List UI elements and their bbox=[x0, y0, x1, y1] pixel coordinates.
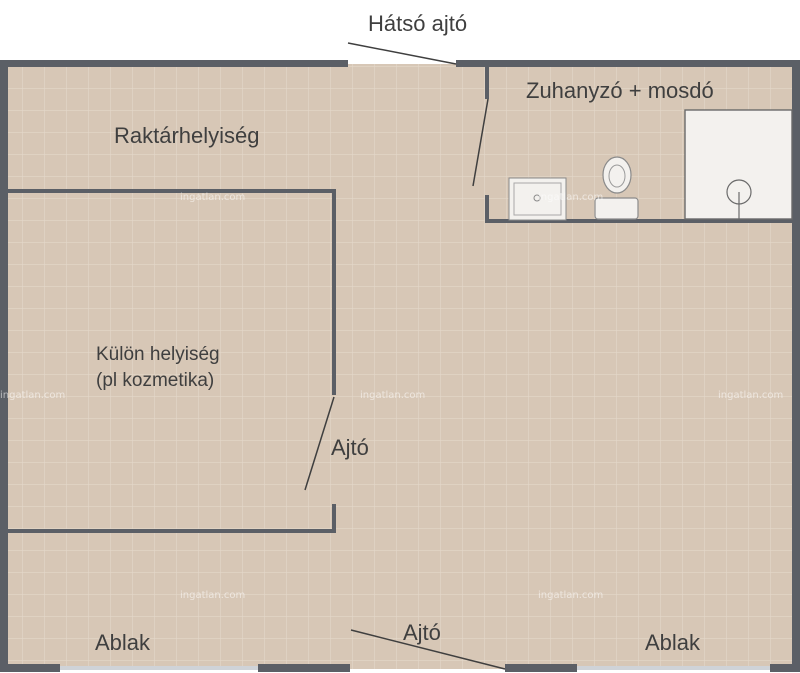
inner-door-leaf bbox=[304, 396, 335, 491]
window-left-label: Ablak bbox=[95, 630, 151, 655]
separate-room-walls bbox=[8, 189, 336, 533]
storage-room-label: Raktárhelyiség bbox=[114, 123, 260, 148]
watermark: ingatlan.com bbox=[0, 390, 65, 401]
back-door-leaf bbox=[347, 42, 457, 65]
watermark: ingatlan.com bbox=[180, 192, 245, 203]
floor-area bbox=[4, 64, 796, 669]
storage-wall bbox=[8, 189, 334, 193]
watermark: ingatlan.com bbox=[538, 590, 603, 601]
inner-door-label: Ajtó bbox=[331, 435, 369, 460]
shower-room-label: Zuhanyzó + mosdó bbox=[526, 78, 714, 103]
back-door-label: Hátsó ajtó bbox=[368, 11, 467, 36]
window-right-label: Ablak bbox=[645, 630, 701, 655]
front-door-label: Ajtó bbox=[403, 620, 441, 645]
shower-tray-icon bbox=[508, 177, 567, 221]
toilet-icon bbox=[594, 156, 639, 220]
outer-walls bbox=[0, 60, 800, 672]
watermark: ingatlan.com bbox=[180, 590, 245, 601]
bathroom-door-leaf bbox=[472, 98, 489, 187]
watermark-layer: ingatlan.com ingatlan.com ingatlan.com i… bbox=[0, 192, 783, 601]
shower-cabin-icon bbox=[684, 109, 793, 220]
bathroom-walls bbox=[485, 67, 792, 223]
front-door-leaf bbox=[350, 629, 506, 670]
windows bbox=[60, 666, 770, 670]
separate-room-label-line2: (pl kozmetika) bbox=[96, 370, 214, 391]
watermark: ingatlan.com bbox=[538, 192, 603, 203]
watermark: ingatlan.com bbox=[718, 390, 783, 401]
separate-room-label-line1: Külön helyiség bbox=[96, 344, 220, 365]
watermark: ingatlan.com bbox=[360, 390, 425, 401]
